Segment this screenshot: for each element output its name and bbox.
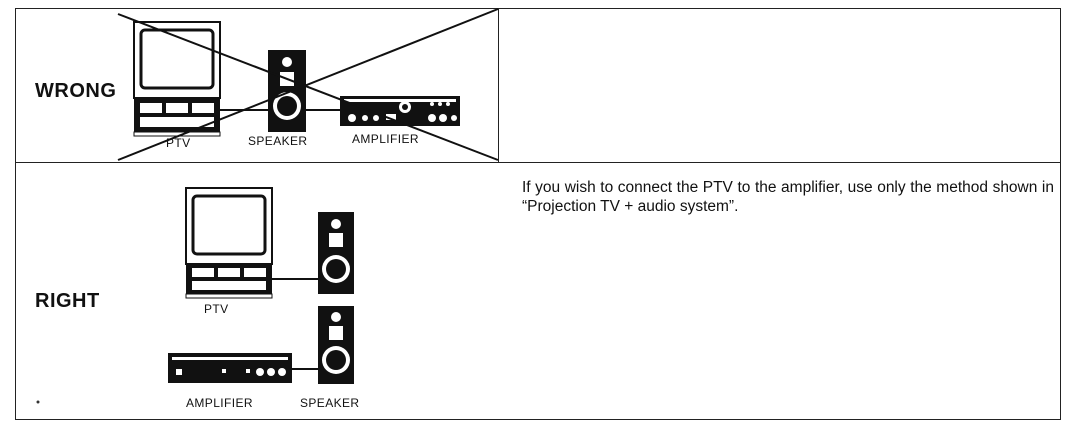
wrong-ptv-caption: PTV bbox=[166, 136, 191, 150]
right-speaker-top-icon bbox=[318, 212, 354, 294]
row-divider bbox=[15, 162, 1061, 163]
wrong-label: WRONG bbox=[35, 80, 117, 102]
right-amplifier-icon bbox=[168, 353, 292, 383]
wrong-speaker-icon bbox=[268, 50, 306, 132]
right-amplifier-caption: AMPLIFIER bbox=[186, 396, 253, 410]
wrong-speaker-caption: SPEAKER bbox=[248, 134, 308, 148]
right-speaker-bottom-icon bbox=[318, 306, 354, 384]
wrong-cross-mark bbox=[117, 8, 499, 161]
wrong-ptv-icon bbox=[133, 21, 221, 137]
diagram-frame bbox=[15, 8, 1061, 420]
right-speaker-caption: SPEAKER bbox=[300, 396, 360, 410]
connection-note: If you wish to connect the PTV to the am… bbox=[522, 179, 1054, 215]
right-label: RIGHT bbox=[35, 290, 100, 312]
wrong-amplifier-icon bbox=[340, 96, 460, 126]
right-ptv-icon bbox=[185, 187, 273, 299]
scan-dot bbox=[36, 400, 40, 404]
column-divider bbox=[498, 8, 499, 163]
right-ptv-caption: PTV bbox=[204, 302, 229, 316]
wrong-amplifier-caption: AMPLIFIER bbox=[352, 132, 419, 146]
